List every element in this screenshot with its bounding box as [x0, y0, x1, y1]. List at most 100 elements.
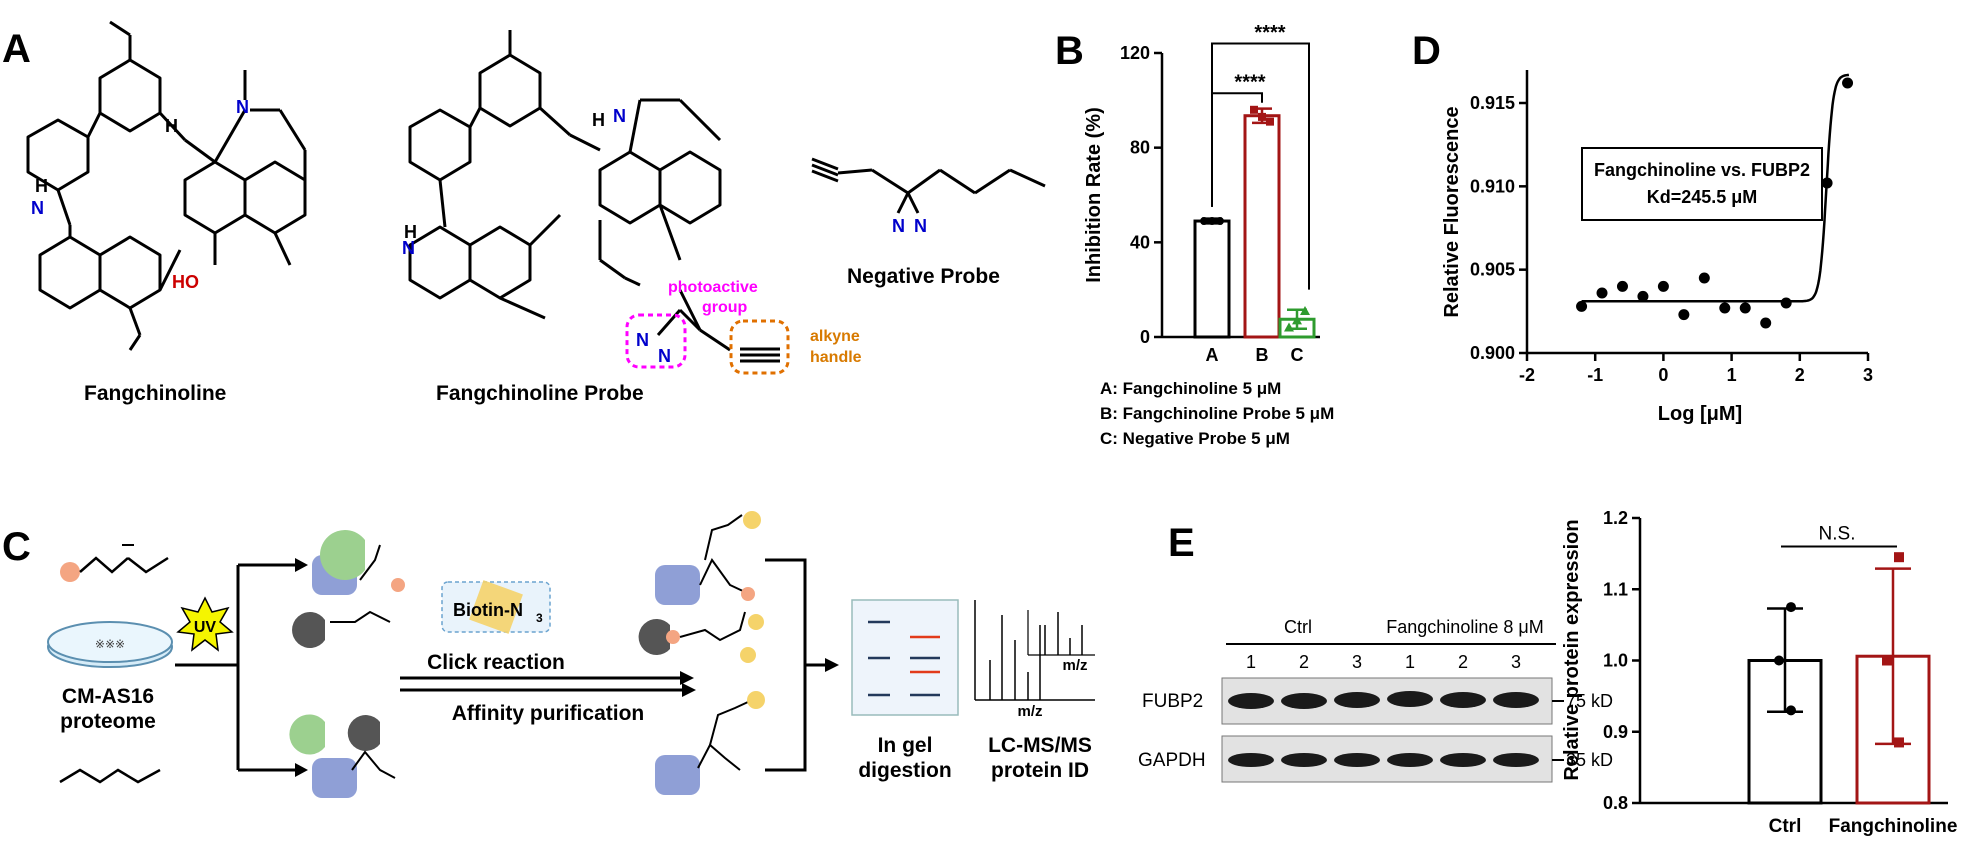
structure-name: Negative Probe	[847, 265, 1000, 288]
lane-label: 2	[1458, 652, 1468, 672]
y-tick-label: 1.2	[1603, 508, 1628, 528]
atom-n: N	[658, 346, 671, 366]
y-tick-label: 0.9	[1603, 722, 1628, 742]
blot-size-label: 35 kD	[1566, 750, 1613, 770]
y-tick-label: 1.0	[1603, 651, 1628, 671]
kd-box	[1581, 147, 1823, 221]
arrow-head	[682, 683, 696, 697]
y-tick-label: 0.8	[1603, 793, 1628, 813]
biotin-tag	[743, 511, 761, 529]
photoactive-label: group	[702, 299, 748, 316]
x-tick-label: Fangchinoline	[1829, 816, 1958, 837]
alkyne-highlight	[729, 319, 790, 375]
data-point	[1616, 280, 1628, 292]
lane-label: 1	[1246, 652, 1256, 672]
gel-label: digestion	[858, 759, 951, 782]
x-tick-label: 2	[1795, 365, 1805, 385]
panel-letter-a: A	[2, 27, 31, 71]
mz-label: m/z	[1062, 657, 1087, 674]
structure-name: Fangchinoline Probe	[436, 382, 644, 405]
atom-n: N	[613, 106, 626, 126]
x-tick-label: A	[1206, 345, 1219, 365]
data-point	[1678, 309, 1690, 321]
y-axis-label: Inhibition Rate (%)	[1083, 107, 1105, 283]
data-point	[1284, 322, 1294, 332]
data-point	[1266, 117, 1274, 126]
svg-text:※※※: ※※※	[95, 637, 125, 651]
arrow-head	[825, 658, 839, 672]
uv-label: UV	[194, 619, 217, 636]
group-label: Ctrl	[1284, 617, 1312, 637]
data-point	[1821, 177, 1833, 189]
x-tick-label: C	[1291, 345, 1304, 365]
y-tick-label: 80	[1130, 138, 1150, 158]
data-point	[1698, 272, 1710, 284]
fangchinoline-structure	[26, 20, 307, 351]
mz-label: m/z	[1017, 703, 1042, 720]
proteome-label: proteome	[60, 710, 156, 733]
group-label: Fangchinoline 8 μM	[1386, 617, 1543, 637]
biotin-label: Biotin-N	[453, 600, 523, 620]
data-point	[1216, 217, 1224, 226]
lcms-label: protein ID	[991, 759, 1089, 782]
y-axis-label: Relative Fluorescence	[1441, 106, 1463, 317]
y-axis-label: Relative protein expression	[1561, 519, 1583, 780]
data-point	[1576, 300, 1588, 312]
atom-ho: HO	[172, 272, 199, 292]
y-tick-label: 120	[1120, 43, 1150, 63]
data-point	[1774, 655, 1784, 666]
probe-bead	[60, 562, 80, 582]
x-axis-label: Log [μM]	[1658, 403, 1742, 425]
significance-label: ****	[1234, 72, 1265, 94]
photoactive-label: photoactive	[668, 279, 758, 296]
panel-letter-b: B	[1055, 29, 1084, 73]
panel-letter-c: C	[2, 525, 31, 569]
fangchinoline-probe-structure	[408, 30, 780, 363]
kd-box-value: Kd=245.5 μM	[1647, 187, 1758, 207]
probe-bead	[391, 578, 405, 592]
atom-n: N	[914, 216, 927, 236]
structure-name: Fangchinoline	[84, 382, 226, 405]
blot-row-label: GAPDH	[1138, 750, 1206, 771]
gel-image	[851, 599, 959, 716]
protein-shape	[312, 758, 357, 798]
lcms-label: LC-MS/MS	[988, 734, 1092, 757]
biotin-subscript: 3	[536, 611, 543, 625]
click-label: Click reaction	[427, 651, 565, 674]
gel-label: In gel	[878, 734, 933, 757]
data-point	[1300, 305, 1310, 315]
data-point	[1208, 217, 1216, 226]
proteome-label: CM-AS16	[62, 685, 154, 708]
data-point	[1719, 302, 1731, 314]
legend-entry: B: Fangchinoline Probe 5 μM	[1100, 404, 1334, 423]
data-point	[1882, 655, 1892, 666]
arrow-head	[680, 671, 694, 685]
y-tick-label: 0.900	[1470, 343, 1515, 363]
data-point	[1637, 290, 1649, 302]
affinity-label: Affinity purification	[452, 702, 645, 725]
data-point	[1894, 552, 1904, 563]
data-point	[1894, 737, 1904, 748]
western-blot: Ctrl Fangchinoline 8 μM 1 2 3 1 2 3 FUBP…	[1138, 617, 1613, 783]
kd-box-title: Fangchinoline vs. FUBP2	[1594, 160, 1810, 180]
bar	[1243, 114, 1281, 339]
atom-n: N	[31, 198, 44, 218]
data-point	[1250, 105, 1258, 114]
data-point	[1786, 705, 1796, 716]
x-tick-label: 3	[1863, 365, 1873, 385]
data-point	[1292, 315, 1302, 325]
atom-h: H	[35, 176, 48, 196]
y-tick-label: 0	[1140, 327, 1150, 347]
protein-shape	[320, 530, 365, 580]
negative-probe-structure	[811, 157, 1046, 214]
data-point	[1760, 317, 1772, 329]
data-point	[1780, 297, 1792, 309]
y-tick-label: 0.905	[1470, 260, 1515, 280]
data-point	[1786, 602, 1796, 613]
bar	[1193, 219, 1231, 339]
workflow-diagram: ※※※ CM-AS16 proteome UV Biotin-N 3 Click…	[47, 511, 1095, 798]
atom-n: N	[636, 330, 649, 350]
x-tick-label: 0	[1658, 365, 1668, 385]
biotin-tag	[740, 647, 756, 663]
lane-label: 2	[1299, 652, 1309, 672]
